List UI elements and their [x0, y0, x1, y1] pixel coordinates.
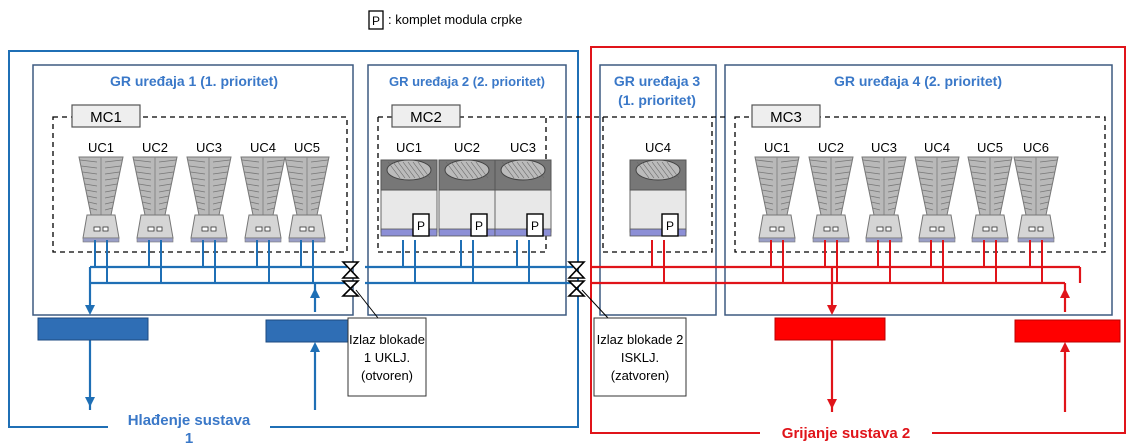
group-frame-3 [599, 64, 717, 316]
chiller-g3-1: P [629, 159, 687, 237]
group-frame-1 [32, 64, 354, 316]
unit-label-g3-1: UC4 [645, 140, 671, 155]
piping [88, 240, 1082, 412]
mc2-label: MC2 [410, 109, 442, 126]
valve-2-line1: Izlaz blokade 2 [597, 332, 684, 347]
valve-1-line1: Izlaz blokade [349, 332, 425, 347]
unit-label-g2-1: UC1 [396, 140, 422, 155]
mc2-boundary-extension [602, 117, 713, 253]
chiller-g1-3 [186, 156, 232, 243]
valve-2-line3: (zatvoren) [611, 368, 670, 383]
mc3-label: MC3 [770, 109, 802, 126]
pump-module-label: P [475, 219, 483, 233]
chiller-g4-3 [861, 156, 907, 243]
chiller-g4-5 [967, 156, 1013, 243]
pump-module-label: P [531, 219, 539, 233]
cooling-header-left [37, 317, 149, 341]
unit-label-g4-6: UC6 [1023, 140, 1049, 155]
chiller-g4-6 [1013, 156, 1059, 243]
unit-label-g4-2: UC2 [818, 140, 844, 155]
group-frame-4 [724, 64, 1113, 316]
chiller-g1-5 [284, 156, 330, 243]
heating-header-left [774, 317, 886, 341]
group-3-title-line1: GR uređaja 3 [614, 73, 701, 89]
flow-arrows [85, 288, 1070, 409]
pump-module-badge [526, 213, 544, 237]
cooling-system-label: Hlađenje sustava [128, 412, 251, 429]
chiller-g1-2 [132, 156, 178, 243]
group-3-title-line2: (1. prioritet) [618, 92, 696, 108]
unit-label-g1-4: UC4 [250, 140, 276, 155]
pump-badge-legend [368, 10, 384, 30]
group-2-title: GR uređaja 2 (2. prioritet) [389, 74, 545, 89]
cooling-system-label-line2: 1 [185, 430, 193, 445]
legend-text: : komplet modula crpke [388, 12, 522, 27]
unit-label-g4-1: UC1 [764, 140, 790, 155]
valve-1[interactable] [341, 261, 360, 297]
pump-module-badge [412, 213, 430, 237]
unit-label-g4-4: UC4 [924, 140, 950, 155]
chiller-g2-3: P [494, 159, 552, 237]
chiller-g2-1: P [380, 159, 438, 237]
group-4-title: GR uređaja 4 (2. prioritet) [834, 73, 1002, 89]
pump-module-badge [661, 213, 679, 237]
legend-badge-label: P [372, 14, 380, 28]
valve-1-line3: (otvoren) [361, 368, 413, 383]
unit-label-g2-2: UC2 [454, 140, 480, 155]
valve-1-callout [347, 317, 427, 397]
valve-2-line2: ISKLJ. [621, 350, 659, 365]
chiller-g1-1 [78, 156, 124, 243]
group-1-title: GR uređaja 1 (1. prioritet) [110, 73, 278, 89]
valve-2-callout [593, 317, 687, 397]
unit-label-g1-2: UC2 [142, 140, 168, 155]
valve-2[interactable] [567, 261, 586, 297]
pump-module-badge [470, 213, 488, 237]
heating-header-right [1014, 319, 1121, 343]
heating-system-label: Grijanje sustava 2 [782, 425, 910, 442]
mc3-boundary [734, 116, 1106, 253]
valve-1-line2: 1 UKLJ. [364, 350, 410, 365]
group-frame-2 [367, 64, 567, 316]
chiller-g4-4 [914, 156, 960, 243]
chiller-g1-4 [240, 156, 286, 243]
chiller-g4-1 [754, 156, 800, 243]
unit-label-g1-5: UC5 [294, 140, 320, 155]
mc1-label: MC1 [90, 109, 122, 126]
unit-label-g1-1: UC1 [88, 140, 114, 155]
unit-label-g2-3: UC3 [510, 140, 536, 155]
chiller-g4-2 [808, 156, 854, 243]
unit-label-g4-5: UC5 [977, 140, 1003, 155]
legend: P : komplet modula crpke [368, 10, 522, 30]
pump-module-label: P [666, 219, 674, 233]
pump-module-label: P [417, 219, 425, 233]
unit-label-g1-3: UC3 [196, 140, 222, 155]
chiller-g2-2: P [438, 159, 496, 237]
mc1-boundary [52, 116, 348, 253]
unit-label-g4-3: UC3 [871, 140, 897, 155]
cooling-system-boundary [8, 50, 579, 428]
